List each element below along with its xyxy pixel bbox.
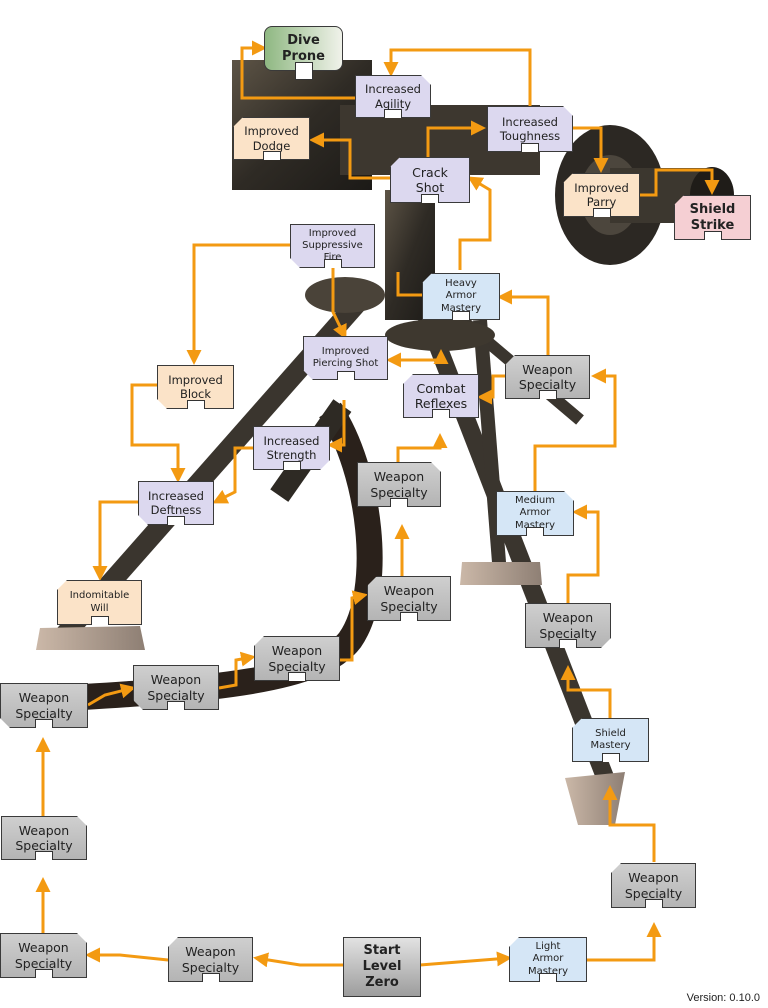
skill-node-weapon-specialty[interactable]: Weapon Specialty	[505, 355, 590, 399]
skill-checkbox[interactable]	[201, 973, 220, 982]
skill-label: Dive Prone	[282, 32, 325, 64]
skill-node-weapon-specialty[interactable]: Weapon Specialty	[357, 462, 441, 507]
skill-checkbox[interactable]	[400, 612, 418, 621]
skill-label: Weapon Specialty	[624, 870, 683, 901]
skill-node-medium-armor-mastery[interactable]: Medium Armor Mastery	[496, 491, 574, 536]
start-node[interactable]: Start Level Zero	[343, 937, 421, 997]
skill-label: Weapon Specialty	[380, 583, 438, 614]
skill-checkbox[interactable]	[262, 151, 281, 160]
skill-checkbox[interactable]	[294, 62, 313, 80]
skill-node-shield-strike[interactable]: Shield Strike	[674, 195, 751, 240]
skill-node-combat-reflexes[interactable]: Combat Reflexes	[403, 374, 479, 418]
skill-label: Heavy Armor Mastery	[440, 278, 482, 314]
skill-label: Weapon Specialty	[518, 361, 577, 392]
skill-label: Weapon Specialty	[15, 690, 73, 721]
skill-label: Shield Strike	[689, 201, 736, 233]
skill-node-weapon-specialty[interactable]: Weapon Specialty	[133, 665, 219, 710]
skill-label: Improved Dodge	[244, 124, 299, 153]
skill-label: Improved Parry	[574, 180, 629, 209]
skill-label: Increased Agility	[365, 82, 421, 111]
skill-node-dive-prone[interactable]: Dive Prone	[264, 26, 343, 80]
version-label: Version: 0.10.0	[686, 992, 760, 1004]
skill-node-light-armor-mastery[interactable]: Light Armor Mastery	[509, 937, 587, 982]
skill-label: Increased Toughness	[499, 114, 561, 143]
skill-label: Weapon Specialty	[370, 469, 428, 500]
skill-node-improved-block[interactable]: Improved Block	[157, 365, 234, 409]
skill-label: Crack Shot	[412, 164, 448, 195]
skill-node-increased-agility[interactable]: Increased Agility	[355, 75, 431, 118]
skill-checkbox[interactable]	[538, 390, 557, 399]
skill-label: Increased Deftness	[148, 488, 204, 517]
skill-label: Weapon Specialty	[539, 610, 597, 641]
skill-checkbox[interactable]	[452, 311, 470, 320]
skill-label: Weapon Specialty	[181, 944, 240, 975]
skill-label: Improved Piercing Shot	[312, 345, 379, 369]
skill-node-crack-shot[interactable]: Crack Shot	[390, 157, 470, 203]
skill-label: Weapon Specialty	[147, 672, 205, 703]
skill-node-improved-suppressive-fire[interactable]: Improved Suppressive Fire	[290, 224, 375, 268]
skill-node-weapon-specialty[interactable]: Weapon Specialty	[367, 576, 451, 621]
skill-node-improved-dodge[interactable]: Improved Dodge	[233, 117, 310, 160]
skill-node-weapon-specialty[interactable]: Weapon Specialty	[168, 937, 253, 982]
skill-node-indomitable-will[interactable]: Indomitable Will	[57, 580, 142, 625]
skill-checkbox[interactable]	[601, 753, 620, 762]
skill-label: Weapon Specialty	[14, 940, 73, 971]
skill-label: Shield Mastery	[590, 727, 631, 751]
skill-label: Weapon Specialty	[268, 643, 326, 674]
skill-node-heavy-armor-mastery[interactable]: Heavy Armor Mastery	[422, 273, 500, 320]
skill-node-weapon-specialty[interactable]: Weapon Specialty	[254, 636, 340, 681]
skill-label: Combat Reflexes	[414, 380, 468, 411]
skill-node-improved-piercing-shot[interactable]: Improved Piercing Shot	[303, 336, 388, 380]
skill-checkbox[interactable]	[432, 409, 450, 418]
skill-checkbox[interactable]	[90, 616, 109, 625]
skill-node-improved-parry[interactable]: Improved Parry	[563, 173, 640, 217]
start-label: Start Level Zero	[362, 943, 402, 990]
skill-node-increased-toughness[interactable]: Increased Toughness	[487, 106, 573, 152]
skill-checkbox[interactable]	[592, 208, 611, 217]
skill-node-weapon-specialty[interactable]: Weapon Specialty	[611, 863, 696, 908]
skill-label: Increased Strength	[263, 433, 320, 462]
skill-label: Light Armor Mastery	[527, 941, 569, 977]
skill-node-weapon-specialty[interactable]: Weapon Specialty	[0, 933, 87, 978]
skill-label: Improved Block	[168, 372, 223, 401]
skill-label: Indomitable Will	[69, 590, 130, 614]
skill-node-weapon-specialty[interactable]: Weapon Specialty	[1, 816, 87, 860]
skill-label: Medium Armor Mastery	[514, 495, 556, 531]
skill-checkbox[interactable]	[421, 194, 439, 203]
skill-node-increased-deftness[interactable]: Increased Deftness	[138, 481, 214, 525]
skill-checkbox[interactable]	[539, 973, 557, 982]
skill-label: Improved Suppressive Fire	[302, 227, 363, 264]
skill-checkbox[interactable]	[703, 231, 722, 240]
skill-label: Weapon Specialty	[15, 822, 73, 853]
skill-checkbox[interactable]	[644, 899, 663, 908]
skill-node-weapon-specialty[interactable]: Weapon Specialty	[525, 603, 611, 648]
skill-node-shield-mastery[interactable]: Shield Mastery	[572, 718, 649, 762]
skill-node-increased-strength[interactable]: Increased Strength	[253, 426, 330, 470]
skill-node-weapon-specialty[interactable]: Weapon Specialty	[0, 683, 88, 728]
skill-checkbox[interactable]	[288, 672, 306, 681]
